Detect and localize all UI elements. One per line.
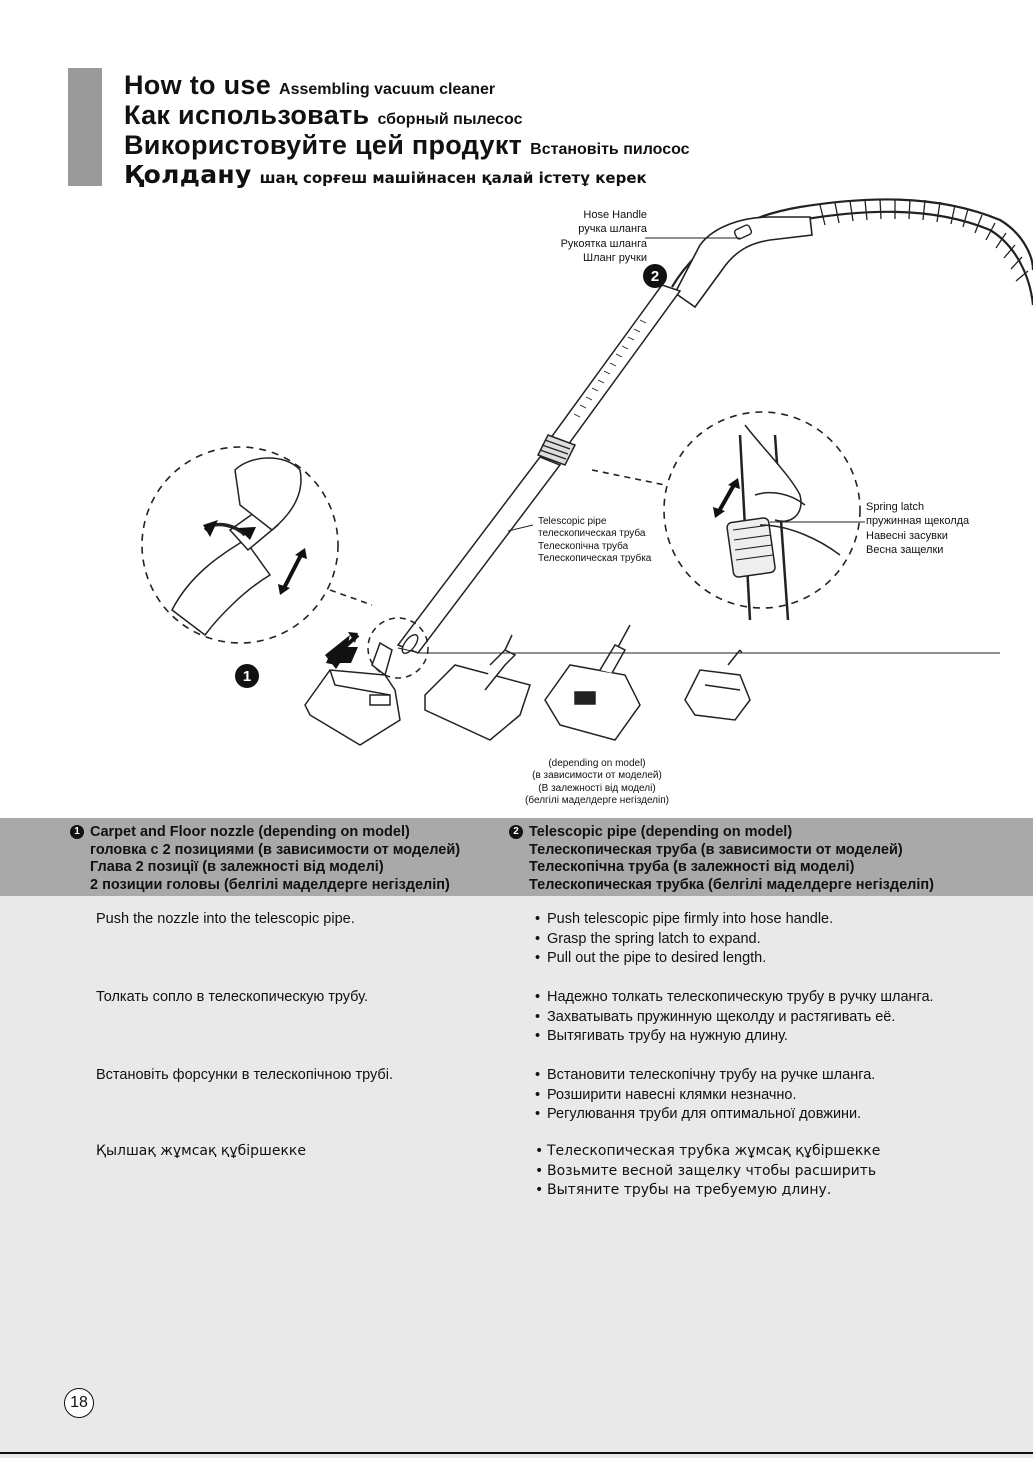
label-line: Навесні засувки bbox=[866, 529, 948, 542]
nozzle-mini-turbo bbox=[684, 649, 751, 721]
heading-line: Телескопическая труба (в зависимости от … bbox=[529, 841, 903, 858]
label-line: пружинная щеколда bbox=[866, 515, 970, 528]
title-accent-bar bbox=[68, 68, 102, 186]
heading-line: Carpet and Floor nozzle (depending on mo… bbox=[90, 824, 410, 840]
list-item: Захватывать пружинную щеколду и растягив… bbox=[535, 1008, 934, 1028]
label-line: Весна защелки bbox=[866, 543, 944, 556]
label-line: телескопическая труба bbox=[538, 528, 646, 540]
assembly-illustration: 1 2 Hose Handle ручка шланга Рукоятка шл… bbox=[0, 195, 1033, 815]
section1-heading: 1 Carpet and Floor nozzle (depending on … bbox=[70, 824, 461, 894]
section2-steps-uk: Встановити телескопічну трубу на ручке ш… bbox=[535, 1066, 875, 1125]
label-line: Рукоятка шланга bbox=[560, 237, 647, 250]
page-titles: How to use Assembling vacuum cleaner Как … bbox=[124, 70, 690, 190]
instructions-panel: 1 Carpet and Floor nozzle (depending on … bbox=[0, 818, 1033, 1458]
title-en: How to use Assembling vacuum cleaner bbox=[124, 70, 690, 100]
section1-number-badge: 1 bbox=[70, 825, 84, 839]
connection-circle bbox=[367, 617, 429, 679]
label-spring-latch: Spring latch пружинная щеколда Навесні з… bbox=[866, 500, 969, 557]
label-line: Телескопічна труба bbox=[538, 540, 629, 552]
title-uk: Використовуйте цей продукт Встановіть пил… bbox=[124, 130, 690, 160]
title-sub: сборный пылесос bbox=[377, 111, 523, 128]
callout-1-badge bbox=[235, 664, 259, 688]
callout-2-text: 2 bbox=[651, 268, 659, 285]
title-main: Қолдану bbox=[124, 160, 252, 189]
list-item: Вытягивать трубу на нужную длину. bbox=[535, 1027, 934, 1047]
bullet-list: Телескопическая трубка жұмсақ құбіршекке… bbox=[535, 1142, 880, 1201]
label-telescopic-pipe: Telescopic pipe телескопическая труба Те… bbox=[538, 516, 651, 565]
heading-line: Телескопічна труба (в залежності від мод… bbox=[529, 859, 855, 875]
label-line: Шланг ручки bbox=[583, 251, 647, 264]
label-line: (В залежності від моделі) bbox=[538, 782, 656, 794]
detail-circle-left bbox=[141, 446, 339, 644]
title-sub: Assembling vacuum cleaner bbox=[279, 81, 496, 98]
section1-step-uk: Встановіть форсунки в телескопічною труб… bbox=[96, 1067, 393, 1083]
section1-step-ru: Толкать сопло в телескопическую трубу. bbox=[96, 989, 368, 1005]
label-line: Hose Handle bbox=[583, 209, 647, 221]
label-hose-handle: Hose Handle ручка шланга Рукоятка шланга… bbox=[561, 208, 647, 265]
detail-circle-right bbox=[663, 411, 861, 609]
list-item: Grasp the spring latch to expand. bbox=[535, 930, 833, 950]
pipe-lower bbox=[396, 456, 562, 654]
hose-handle-shape bbox=[673, 216, 813, 309]
label-line: Telescopic pipe bbox=[538, 516, 607, 527]
callout-2-badge bbox=[643, 264, 667, 288]
callout-1-text: 1 bbox=[243, 668, 251, 685]
hand-upper bbox=[744, 424, 802, 522]
hand-left bbox=[234, 457, 302, 531]
heading-line: Телескопическая трубка (белгілі маделдер… bbox=[529, 876, 934, 893]
list-item: Push telescopic pipe firmly into hose ha… bbox=[535, 910, 833, 930]
heading-line: головка с 2 позициями (в зависимости от … bbox=[90, 841, 461, 858]
heading-line: 2 позиции головы (белгілі маделдерге нег… bbox=[90, 876, 450, 893]
bullet-list: Push telescopic pipe firmly into hose ha… bbox=[535, 910, 833, 969]
section-header-band: 1 Carpet and Floor nozzle (depending on … bbox=[0, 818, 1033, 896]
label-line: ручка шланга bbox=[578, 223, 647, 236]
nozzle-turbo bbox=[544, 624, 641, 741]
vacuum-diagram: 1 2 bbox=[141, 198, 1033, 746]
title-main: Как использовать bbox=[124, 100, 370, 130]
bullet-list: Встановити телескопічну трубу на ручке ш… bbox=[535, 1066, 875, 1125]
list-item: Pull out the pipe to desired length. bbox=[535, 949, 833, 969]
list-item: Телескопическая трубка жұмсақ құбіршекке bbox=[535, 1142, 880, 1162]
label-line: (белгілі маделдерге негізделіп) bbox=[525, 794, 669, 806]
list-item: Розширити навесні клямки незначно. bbox=[535, 1086, 875, 1106]
label-depending-on-model: (depending on model) (в зависимости от м… bbox=[512, 758, 682, 807]
nozzle-parquet bbox=[424, 634, 531, 741]
title-main: Використовуйте цей продукт bbox=[124, 130, 523, 160]
heading-line: Telescopic pipe (depending on model) bbox=[529, 824, 793, 840]
page-number: 18 bbox=[64, 1388, 94, 1418]
title-kz: Қолдану шаң сорғеш машійнасен қалай істет… bbox=[124, 160, 690, 190]
section2-heading: 2 Telescopic pipe (depending on model) Т… bbox=[509, 824, 934, 894]
section2-steps-ru: Надежно толкать телескопическую трубу в … bbox=[535, 988, 934, 1047]
section1-step-en: Push the nozzle into the telescopic pipe… bbox=[96, 911, 355, 927]
pipe-scale-ticks bbox=[573, 319, 647, 418]
section2-steps-kz: Телескопическая трубка жұмсақ құбіршекке… bbox=[535, 1142, 880, 1201]
title-ru: Как использовать сборный пылесос bbox=[124, 100, 690, 130]
title-sub: Встановіть пилосос bbox=[530, 141, 690, 158]
section2-number-badge: 2 bbox=[509, 825, 523, 839]
section2-steps-en: Push telescopic pipe firmly into hose ha… bbox=[535, 910, 833, 969]
hand-lower bbox=[759, 524, 841, 556]
title-sub: шаң сорғеш машійнасен қалай істетұ керек bbox=[259, 169, 647, 187]
title-main: How to use bbox=[124, 70, 272, 100]
label-line: (в зависимости от моделей) bbox=[532, 770, 662, 782]
hose-handle-button bbox=[733, 224, 753, 240]
section1-step-kz: Қылшақ жұмсақ құбіршекке bbox=[96, 1143, 306, 1159]
nozzle-carpet-floor bbox=[304, 641, 401, 746]
hose-corrugation bbox=[819, 198, 1029, 282]
list-item: Возьмите весной защелку чтобы расширить bbox=[535, 1162, 880, 1182]
bullet-list: Надежно толкать телескопическую трубу в … bbox=[535, 988, 934, 1047]
list-item: Встановити телескопічну трубу на ручке ш… bbox=[535, 1066, 875, 1086]
list-item: Регулювання труби для оптимальної довжин… bbox=[535, 1105, 875, 1125]
list-item: Вытяните трубы на требуемую длину. bbox=[535, 1181, 880, 1201]
bottom-rule bbox=[0, 1452, 1033, 1454]
label-line: Телескопическая трубка bbox=[538, 552, 652, 564]
list-item: Надежно толкать телескопическую трубу в … bbox=[535, 988, 934, 1008]
label-line: Spring latch bbox=[866, 501, 925, 513]
label-line: (depending on model) bbox=[548, 758, 646, 769]
heading-line: Глава 2 позиції (в залежності від моделі… bbox=[90, 859, 384, 875]
